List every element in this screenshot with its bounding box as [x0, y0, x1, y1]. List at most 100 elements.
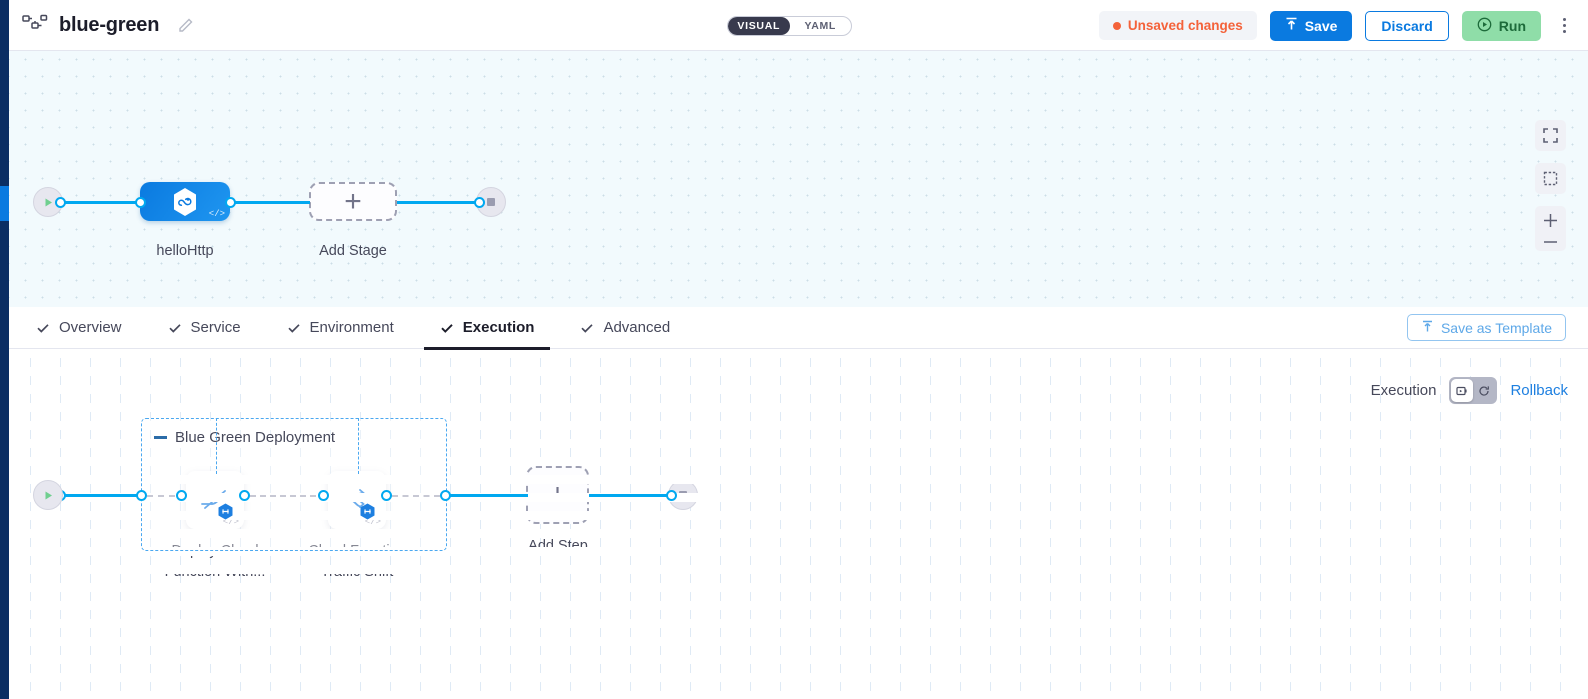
step-node-traffic-shift-label: Cloud Function Traffic Shift — [308, 543, 406, 581]
upload-line-icon — [1421, 320, 1434, 336]
zoom-in-icon[interactable] — [1542, 212, 1559, 229]
pipeline-stage-canvas[interactable]: </> helloHttp + Add Stage — [0, 51, 1588, 307]
end-node[interactable] — [476, 187, 506, 217]
end-node-port[interactable] — [666, 490, 677, 501]
save-button[interactable]: Save — [1269, 10, 1353, 41]
stage-node-in-port[interactable] — [135, 197, 146, 208]
stage-node-hellohttp[interactable]: </> — [140, 182, 230, 221]
kebab-menu-icon[interactable] — [1554, 11, 1574, 41]
step2-in-port[interactable] — [318, 490, 329, 501]
plus-icon: + — [548, 478, 567, 511]
execution-label: Execution — [1370, 382, 1437, 399]
wire-add-to-end — [397, 201, 482, 204]
pipeline-nodes-icon — [22, 14, 48, 36]
plus-icon: + — [344, 184, 362, 218]
save-as-template-label: Save as Template — [1440, 319, 1552, 336]
execution-rollback-toggle[interactable] — [1449, 377, 1498, 404]
execution-steps-canvas[interactable]: Execution Rollback — [0, 349, 1588, 699]
traffic-shift-icon — [342, 489, 365, 508]
tab-environment-label: Environment — [309, 319, 394, 336]
end-node-port[interactable] — [474, 197, 485, 208]
tab-execution[interactable]: Execution — [423, 307, 551, 350]
step-group-blue-green-deployment[interactable]: Blue Green Deployment — [141, 418, 447, 551]
step-group-title: Blue Green Deployment — [154, 429, 335, 446]
add-step-node[interactable]: + — [526, 466, 589, 524]
harness-hexagon-icon — [174, 187, 196, 216]
group-out-port[interactable] — [440, 490, 451, 501]
start-node[interactable] — [33, 480, 63, 510]
save-as-template-button[interactable]: Save as Template — [1406, 314, 1566, 341]
tab-service-label: Service — [190, 319, 241, 336]
pencil-icon[interactable] — [177, 17, 194, 34]
mode-toggle-yaml[interactable]: YAML — [804, 20, 837, 32]
check-icon — [168, 321, 182, 335]
step-group-title-label: Blue Green Deployment — [175, 429, 336, 446]
tab-environment[interactable]: Environment — [271, 307, 410, 349]
wire-group-to-add-step — [450, 494, 528, 497]
upload-icon — [1285, 17, 1298, 34]
tab-advanced-label: Advanced — [603, 319, 671, 336]
execution-mode-row: Execution Rollback — [1371, 377, 1568, 404]
app-header: blue-green VISUAL YAML Unsaved changes — [0, 0, 1588, 51]
canvas-controls — [1535, 120, 1566, 251]
play-circle-icon — [1477, 17, 1492, 35]
step-node-deploy-label: Deploy Cloud Function With... — [164, 543, 266, 581]
zoom-out-icon[interactable] — [1542, 239, 1559, 245]
discard-button-label: Discard — [1381, 17, 1433, 34]
header-left: blue-green — [0, 14, 194, 37]
wire-step1-to-step2 — [250, 495, 316, 497]
deploy-cloud-function-icon — [201, 490, 226, 509]
discard-button[interactable]: Discard — [1365, 10, 1449, 41]
check-icon — [287, 321, 301, 335]
step-node-traffic-shift[interactable]: </> — [328, 471, 386, 529]
collapse-dash-icon[interactable] — [154, 436, 167, 439]
add-stage-node[interactable]: + — [309, 182, 397, 221]
group-divider-left — [216, 418, 218, 474]
check-icon — [36, 321, 50, 335]
add-stage-label: Add Stage — [319, 243, 387, 259]
stage-node-label: helloHttp — [156, 243, 214, 259]
tab-overview[interactable]: Overview — [20, 307, 138, 349]
unsaved-changes-label: Unsaved changes — [1127, 18, 1243, 33]
code-badge: </> — [364, 517, 381, 527]
wire-add-step-to-end — [589, 494, 671, 497]
rollback-link[interactable]: Rollback — [1510, 382, 1568, 399]
mode-toggle-visual[interactable]: VISUAL — [728, 17, 790, 35]
execution-flow-icon[interactable] — [1451, 379, 1474, 402]
left-edge-strip — [0, 0, 9, 699]
add-step-label: Add Step — [528, 538, 588, 554]
wire-step2-to-group-out — [392, 495, 440, 497]
code-badge: </> — [222, 517, 239, 527]
step1-out-port[interactable] — [239, 490, 250, 501]
wire-start-to-stage — [60, 201, 142, 204]
wire-group-in — [147, 495, 175, 497]
tab-service[interactable]: Service — [152, 307, 257, 349]
run-button-label: Run — [1498, 17, 1526, 34]
harness-hex-badge — [217, 503, 234, 520]
wire-stage-to-add — [230, 201, 310, 204]
stage-node-out-port[interactable] — [225, 197, 236, 208]
check-icon — [440, 321, 454, 335]
unsaved-changes-badge: Unsaved changes — [1098, 11, 1257, 40]
group-in-port[interactable] — [136, 490, 147, 501]
start-node-port[interactable] — [55, 197, 66, 208]
run-button[interactable]: Run — [1461, 10, 1541, 41]
fit-to-screen-icon[interactable] — [1535, 120, 1566, 151]
step-node-deploy-cloud-function[interactable]: </> — [186, 471, 244, 529]
header-actions: Unsaved changes Save Discard — [1098, 0, 1574, 51]
zoom-controls — [1535, 206, 1566, 251]
page-title: blue-green — [59, 13, 160, 36]
step2-out-port[interactable] — [381, 490, 392, 501]
tab-advanced[interactable]: Advanced — [564, 307, 686, 349]
step1-in-port[interactable] — [176, 490, 187, 501]
rollback-rotate-icon[interactable] — [1473, 379, 1495, 402]
mode-toggle[interactable]: VISUAL YAML — [727, 16, 852, 36]
code-badge: </> — [208, 209, 225, 219]
tab-overview-label: Overview — [59, 319, 122, 336]
selection-box-icon[interactable] — [1535, 163, 1566, 194]
unsaved-dot-icon — [1112, 21, 1121, 30]
group-divider-right — [358, 418, 360, 474]
config-tabs: Overview Service Environment Execution A… — [0, 307, 1588, 350]
save-button-label: Save — [1304, 17, 1338, 34]
